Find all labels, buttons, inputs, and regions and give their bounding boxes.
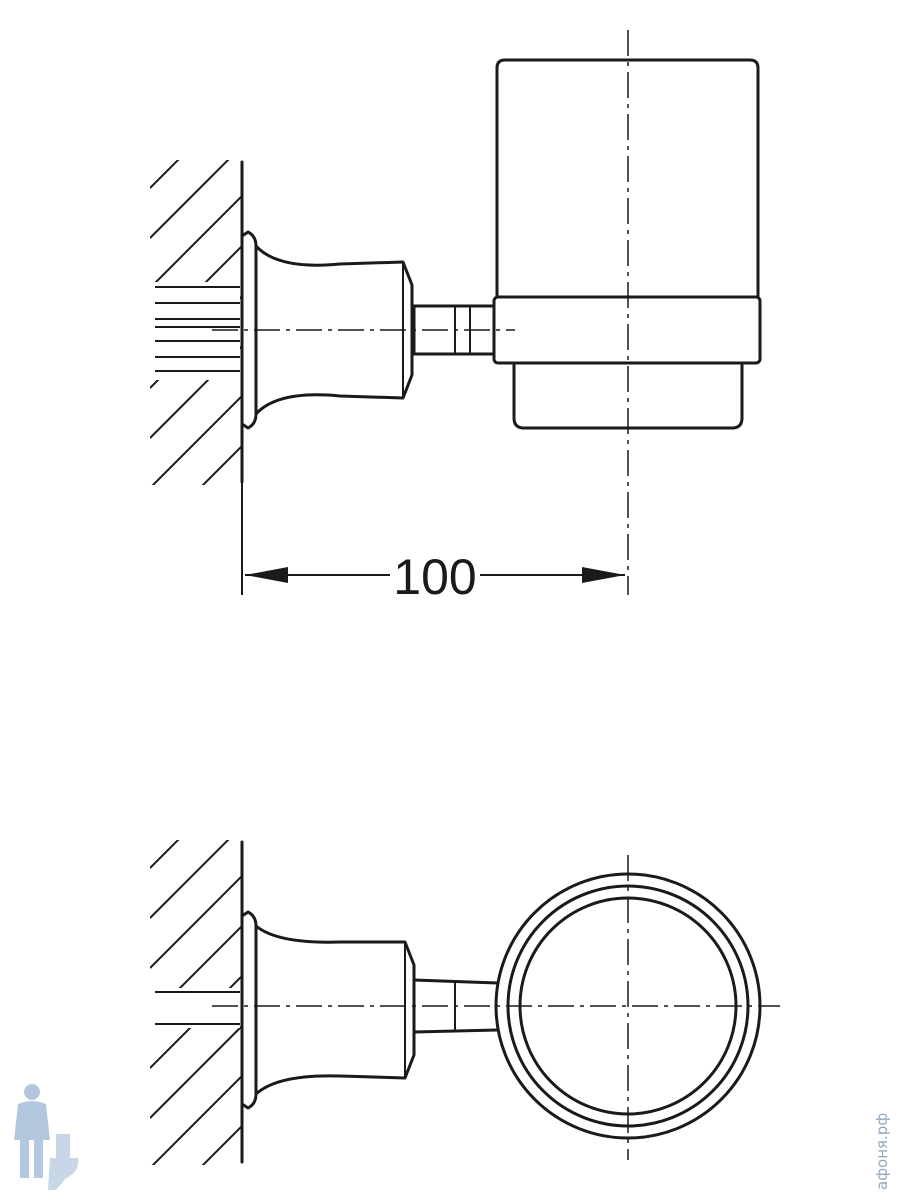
- plumber-mascot-icon: [14, 1084, 79, 1190]
- dimension-100: 100: [241, 482, 625, 605]
- top-view: [150, 840, 780, 1165]
- watermark-text: афоня.рф: [873, 1113, 891, 1190]
- wall-anchors-bottom: [155, 991, 240, 1025]
- wall-anchors-top: [155, 286, 240, 372]
- side-view: 100: [150, 30, 762, 605]
- cup-ring-band: [492, 295, 762, 365]
- wall-flange-bottom: [240, 910, 258, 1110]
- holder-base-bottom: [254, 924, 416, 1096]
- glass-cup-top: [495, 58, 760, 299]
- dimension-label: 100: [393, 549, 476, 605]
